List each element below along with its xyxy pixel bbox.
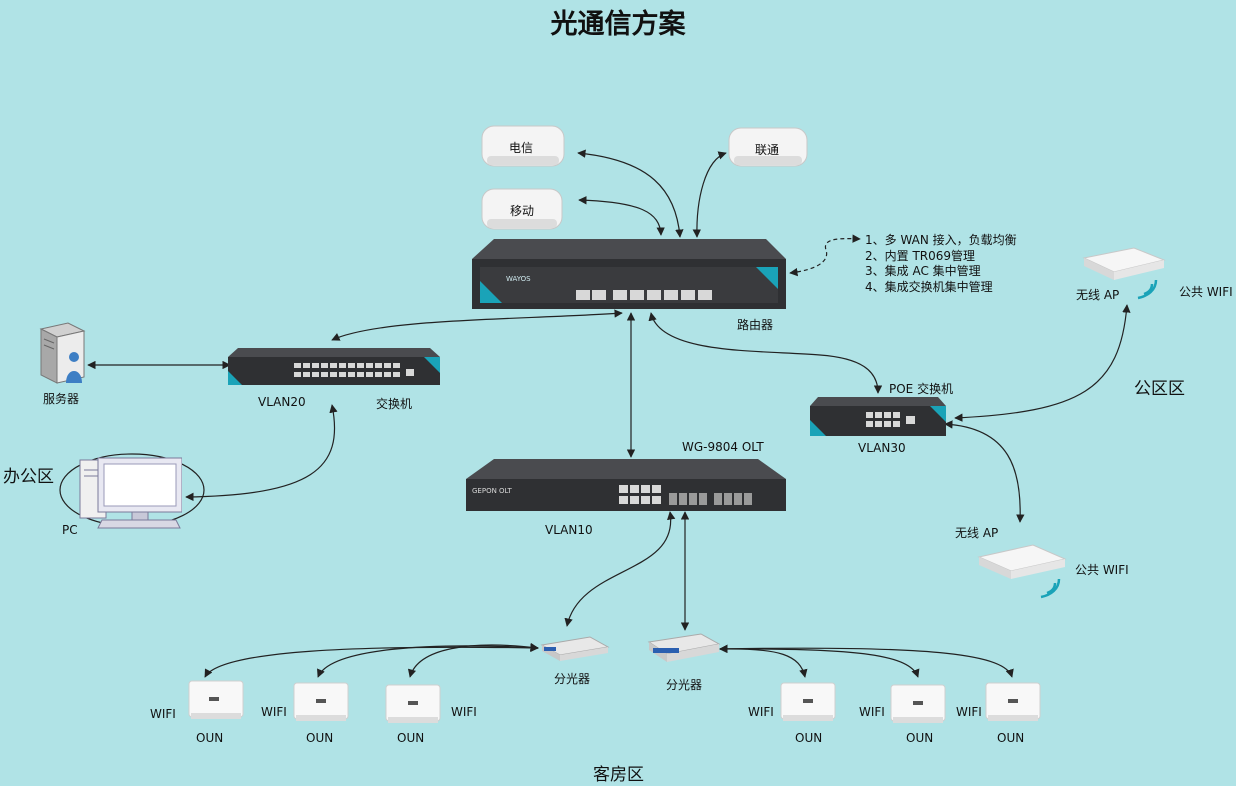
link-mobile-router [578, 196, 665, 236]
modem-mobile-label: 移动 [510, 204, 535, 218]
link-splitter-onu5 [719, 644, 920, 678]
olt-plate: GEPON OLT [472, 487, 512, 495]
onu-5 [890, 684, 946, 723]
olt-model: WG-9804 OLT [682, 440, 764, 454]
onu-4-label: OUN [795, 731, 823, 745]
onu-5-label: OUN [906, 731, 934, 745]
onu-3-wifi: WIFI [451, 705, 477, 719]
router-feature-4: 4、集成交换机集中管理 [865, 279, 993, 294]
onu-3 [385, 684, 441, 723]
ap-top-label: 无线 AP [1076, 288, 1120, 302]
olt-device: GEPON OLT [466, 459, 786, 511]
link-splitter-onu6 [719, 644, 1014, 678]
switch-vlan20-label: 交换机 [376, 397, 413, 411]
onu-4-wifi: WIFI [748, 705, 774, 719]
router-label: 路由器 [737, 318, 774, 332]
modem-unicom [728, 127, 808, 167]
link-olt-splitter-left [564, 511, 676, 627]
onu-6-wifi: WIFI [956, 705, 982, 719]
olt-vlan: VLAN10 [545, 523, 593, 537]
guest-zone-label: 客房区 [593, 765, 644, 785]
link-switch20-pc [185, 404, 338, 502]
wireless-ap-bottom [977, 544, 1067, 599]
pc-icon [79, 457, 182, 529]
onu-1-wifi: WIFI [150, 707, 176, 721]
link-poe-ap-bottom [944, 420, 1025, 523]
router-feature-2: 2、内置 TR069管理 [865, 248, 976, 263]
ap-bottom-label: 无线 AP [955, 526, 999, 540]
pc-label: PC [62, 523, 78, 537]
onu-5-wifi: WIFI [859, 705, 885, 719]
onu-3-label: OUN [397, 731, 425, 745]
link-splitter-onu3 [407, 642, 539, 678]
poe-switch-vlan: VLAN30 [858, 441, 906, 455]
link-unicom-router [692, 151, 727, 238]
onu-6 [985, 682, 1041, 721]
router-feature-list: 1、多 WAN 接入，负载均衡 2、内置 TR069管理 3、集成 AC 集中管… [865, 233, 1017, 295]
office-zone-label: 办公区 [3, 467, 54, 487]
wireless-ap-top [1082, 247, 1166, 300]
modem-unicom-label: 联通 [755, 143, 780, 157]
router-feature-1: 1、多 WAN 接入，负载均衡 [865, 233, 1017, 247]
router-brand: WAYOS [506, 275, 531, 283]
switch-vlan20-vlan: VLAN20 [258, 395, 306, 409]
onu-4 [780, 682, 836, 721]
splitter-right [647, 633, 721, 662]
onu-2-wifi: WIFI [261, 705, 287, 719]
link-router-notes [789, 234, 861, 277]
link-poe-ap-top [954, 304, 1131, 422]
link-router-poe [648, 312, 883, 394]
switch-vlan20 [228, 348, 440, 385]
link-router-switch20 [331, 309, 623, 341]
splitter-left [540, 636, 610, 661]
modem-telecom-label: 电信 [509, 141, 534, 155]
diagram-title: 光通信方案 [550, 9, 686, 40]
onu-2-label: OUN [306, 731, 334, 745]
onu-6-label: OUN [997, 731, 1025, 745]
server-icon [39, 322, 86, 384]
public-zone-label: 公区区 [1134, 379, 1185, 399]
wifi-top-label: 公共 WIFI [1179, 285, 1233, 299]
splitter-left-label: 分光器 [554, 672, 591, 686]
link-splitter-onu2 [317, 643, 539, 678]
link-splitter-onu4 [719, 644, 808, 678]
wifi-bottom-label: 公共 WIFI [1075, 563, 1129, 577]
onu-2 [293, 682, 349, 721]
router-device: WAYOS [472, 239, 786, 309]
link-telecom-router [577, 149, 684, 238]
onu-1-label: OUN [196, 731, 224, 745]
onu-1 [188, 680, 244, 719]
splitter-right-label: 分光器 [666, 678, 703, 692]
server-label: 服务器 [43, 392, 80, 406]
modem-mobile [481, 188, 563, 230]
poe-switch-label: POE 交换机 [889, 382, 954, 396]
router-feature-3: 3、集成 AC 集中管理 [865, 264, 981, 278]
poe-switch [810, 397, 946, 436]
modem-telecom [481, 125, 565, 167]
